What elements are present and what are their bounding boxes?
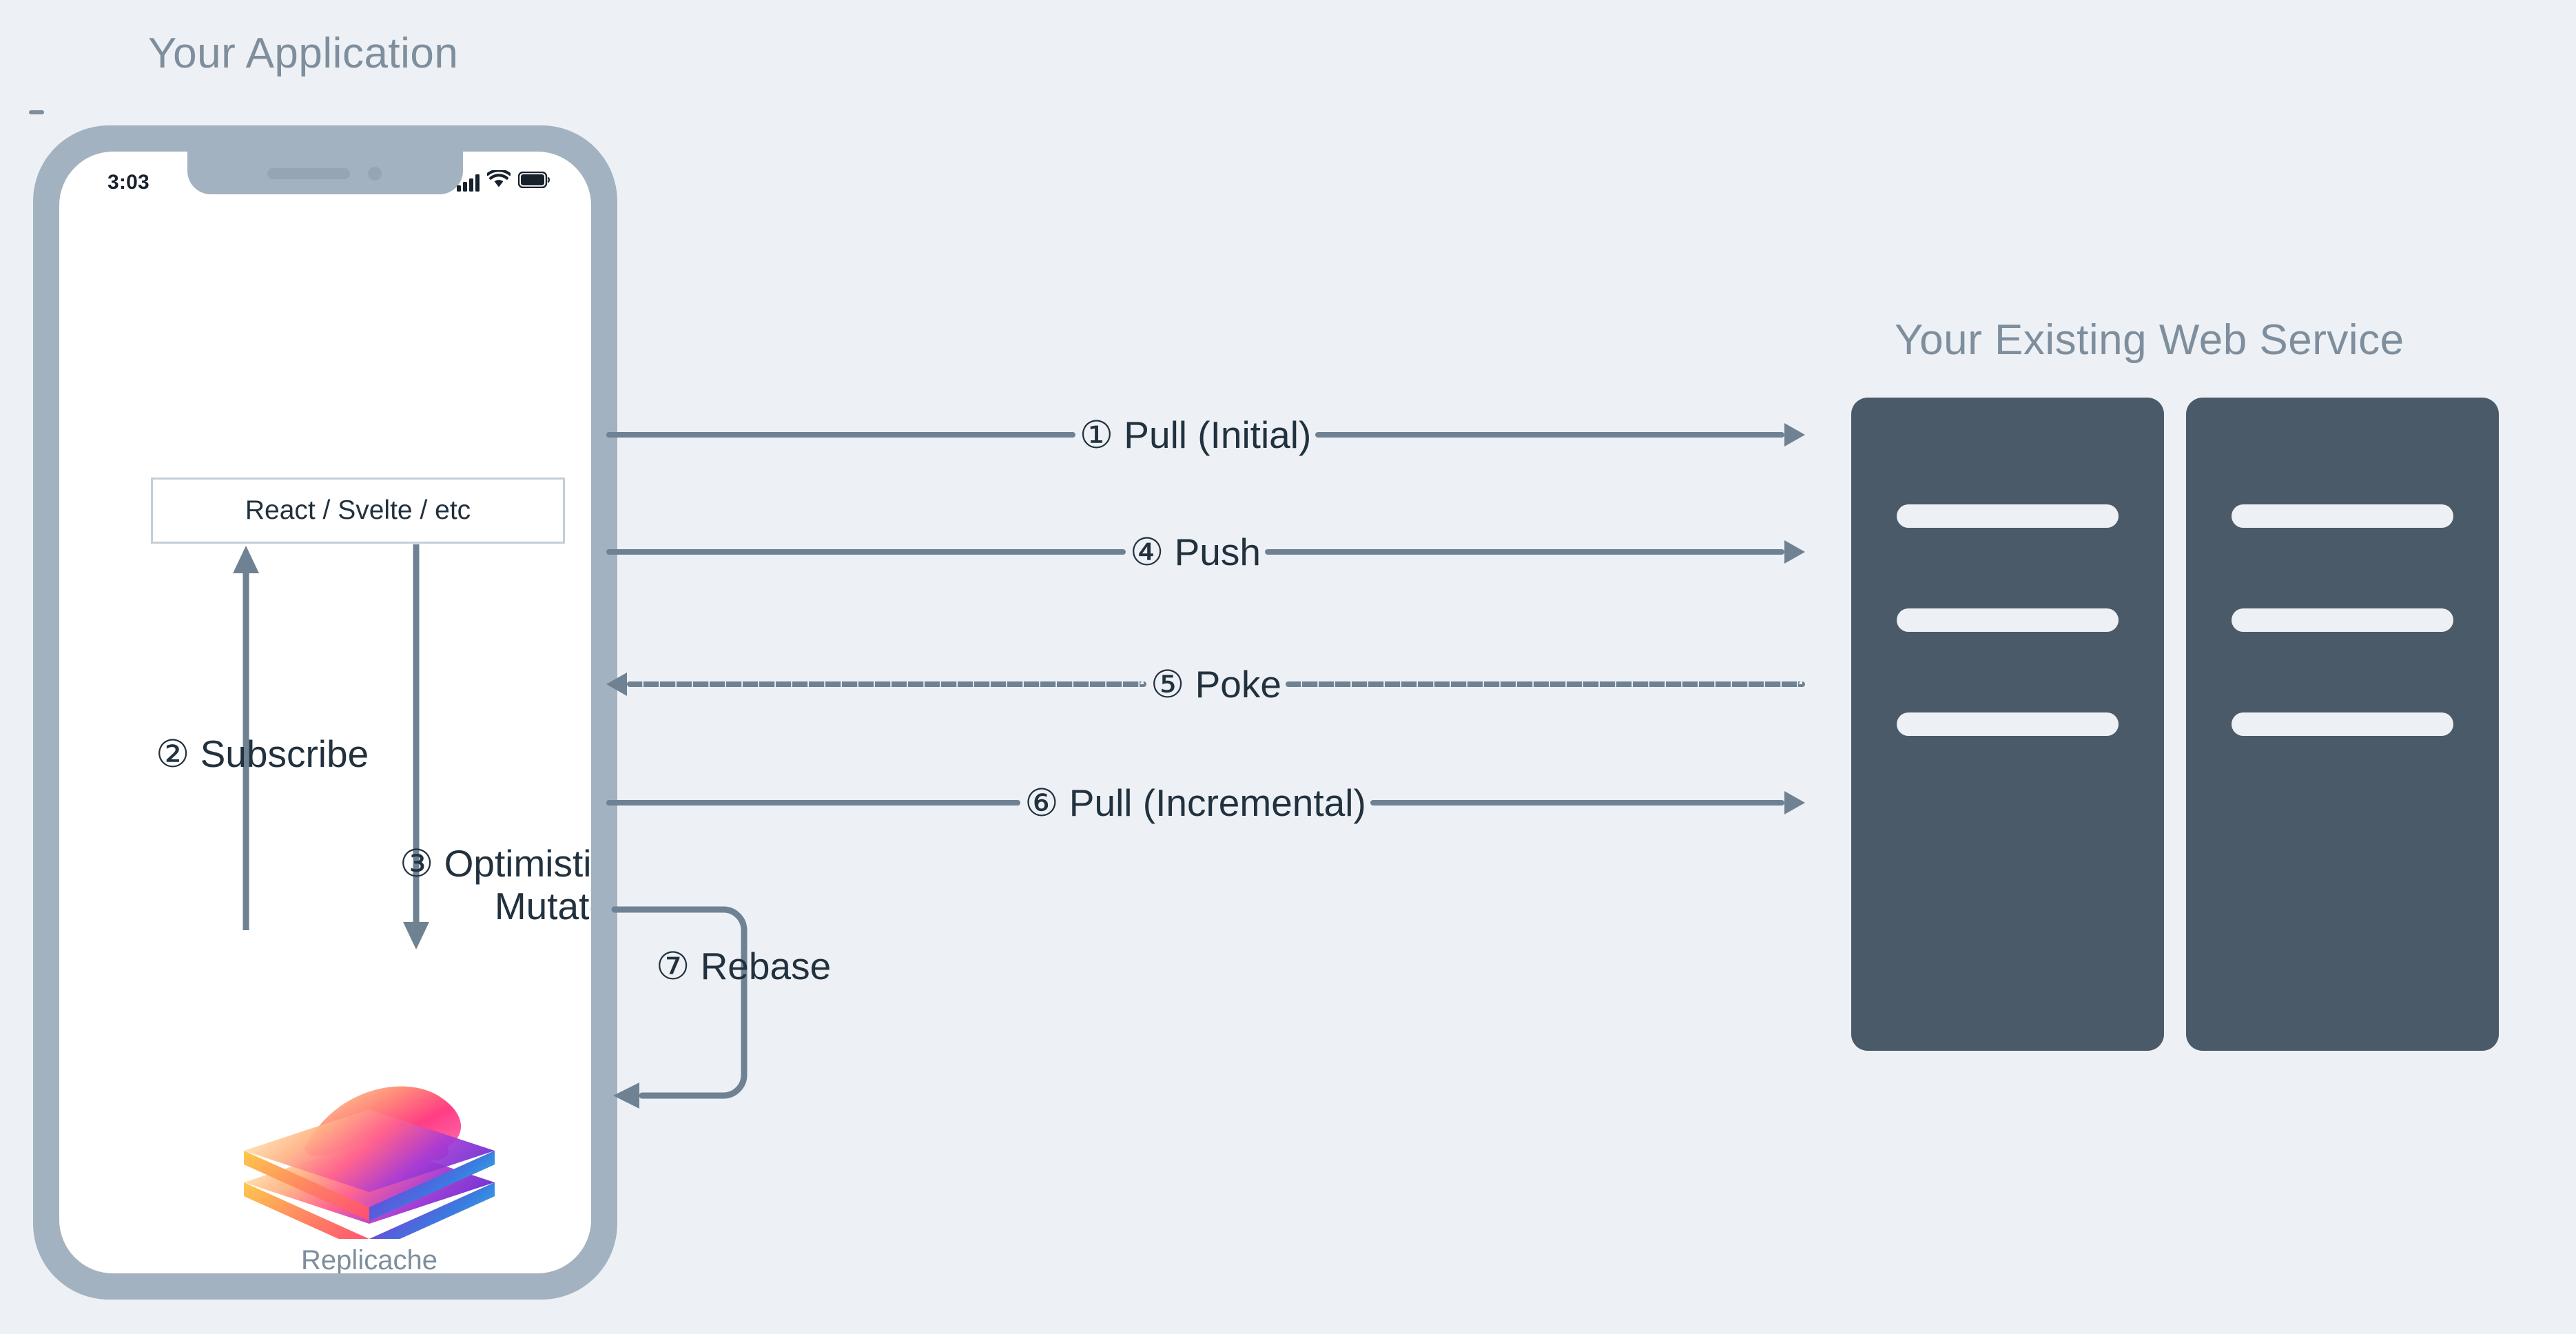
page-title-your-existing-web-service: Your Existing Web Service (1895, 316, 2404, 364)
server-slot (2231, 608, 2454, 632)
flow-arrow-pull-initial: ① Pull (Initial) (606, 404, 1806, 466)
server-rack (1851, 398, 2164, 1051)
front-camera-icon (368, 167, 382, 181)
arrow-line-left (606, 800, 1021, 805)
phone-notch (187, 152, 463, 194)
status-bar-icons (457, 168, 550, 192)
arrowhead-right-icon (1784, 791, 1806, 814)
arrowhead-right-icon (1784, 423, 1806, 447)
arrow-line-left (627, 681, 1147, 687)
arrow-line-right (1315, 432, 1785, 438)
replicache-layers-logo (244, 1086, 495, 1253)
flow-label-poke: ⑤ Poke (1151, 663, 1281, 706)
web-service-servers (1851, 398, 2499, 1051)
arrow-line-left (606, 432, 1075, 438)
server-slot (1896, 608, 2119, 632)
flow-label-rebase: ⑦ Rebase (656, 945, 832, 987)
step-label-optimistic-mutate-line2: Mutate (494, 884, 591, 927)
arrow-line-right (1285, 681, 1806, 687)
arrowhead-left-icon (606, 673, 627, 696)
flow-arrow-push: ④ Push (606, 521, 1806, 583)
flow-label-pull-initial: ① Pull (Initial) (1079, 413, 1312, 456)
wifi-icon (486, 169, 512, 192)
replicache-label: Replicache (301, 1245, 437, 1273)
page-title-your-application: Your Application (148, 30, 459, 77)
flow-label-pull-incremental: ⑥ Pull (Incremental) (1024, 781, 1366, 824)
phone-device-frame: 3:03 (33, 125, 617, 1300)
client-flow-arrows (233, 544, 429, 950)
status-bar-time: 3:03 (107, 171, 150, 194)
arrow-line-right (1370, 800, 1785, 805)
server-slot (2231, 712, 2454, 736)
server-slot (2231, 504, 2454, 528)
server-slot (1896, 504, 2119, 528)
battery-icon (517, 171, 550, 192)
arrow-line-left (606, 549, 1126, 555)
step-label-optimistic-mutate-line1: ③ Optimistic (400, 842, 591, 885)
flow-arrow-pull-incremental: ⑥ Pull (Incremental) (606, 772, 1806, 834)
step-label-subscribe: ② Subscribe (156, 732, 369, 775)
server-slot (1896, 712, 2119, 736)
phone-screen: 3:03 (59, 152, 591, 1273)
framework-box-label: React / Svelte / etc (245, 495, 471, 525)
cellular-signal-icon (457, 174, 480, 192)
step-label-optimistic-mutate: ③ Optimistic Mutate (321, 842, 591, 927)
framework-box: React / Svelte / etc (151, 478, 565, 544)
flow-label-push: ④ Push (1130, 531, 1261, 573)
flow-arrow-poke: ⑤ Poke (606, 653, 1806, 715)
arrow-line-right (1264, 549, 1785, 555)
replicache-store: Replicache (211, 1060, 528, 1273)
server-rack (2186, 398, 2499, 1051)
speaker-grille-icon (267, 168, 350, 179)
tick-mark-decoration (29, 110, 44, 114)
arrowhead-right-icon (1784, 540, 1806, 564)
flow-arrow-rebase (611, 906, 748, 1109)
